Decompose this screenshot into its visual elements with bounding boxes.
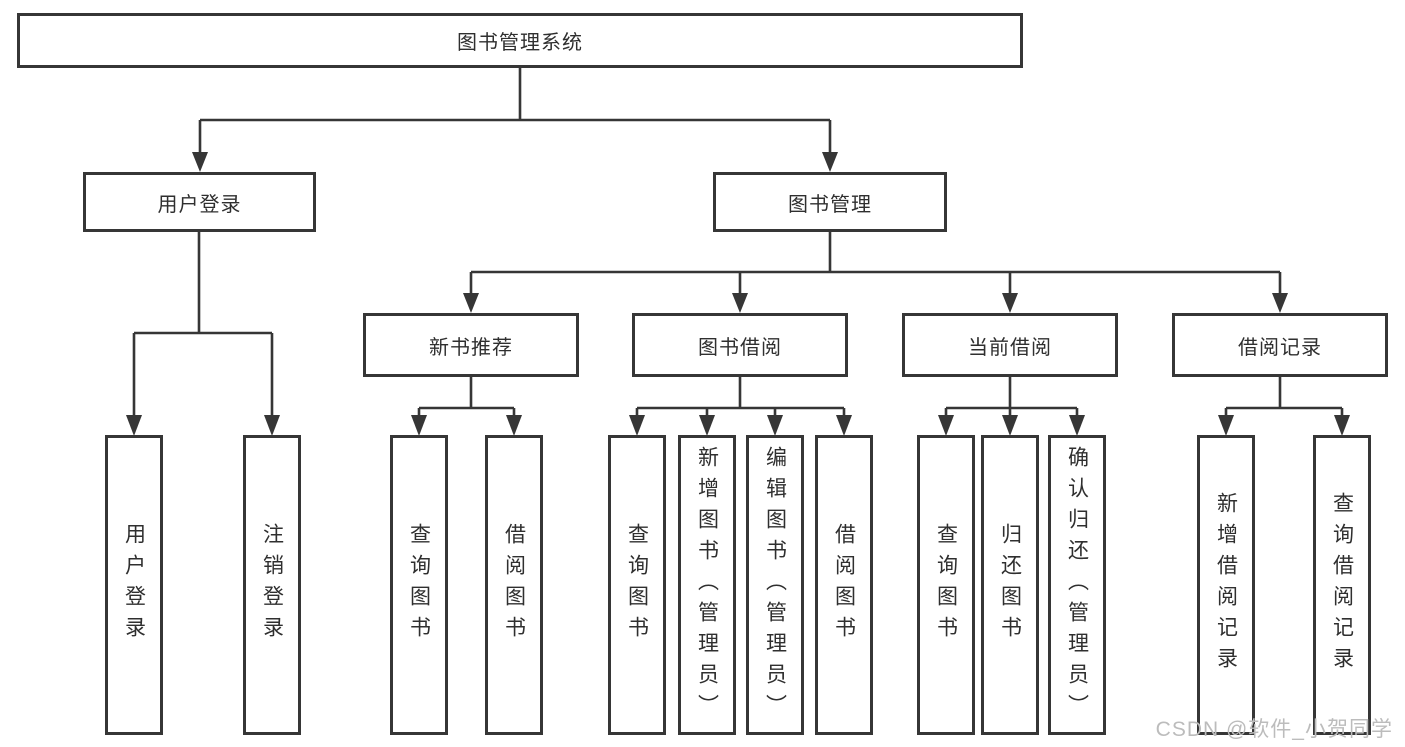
- arrowheads: [126, 152, 1350, 436]
- node-user-login: 用户登录: [83, 172, 316, 232]
- node-label: 查询图书: [934, 523, 958, 647]
- node-library-system: 图书管理系统: [17, 13, 1023, 68]
- node-book-management: 图书管理: [713, 172, 947, 232]
- leaf-confirm-return-admin: 确认归还（管理员）: [1048, 435, 1106, 735]
- node-book-borrow: 图书借阅: [632, 313, 848, 377]
- leaf-query-borrow-record: 查询借阅记录: [1313, 435, 1371, 735]
- leaf-borrow-books-1: 借阅图书: [485, 435, 543, 735]
- leaf-query-books-3: 查询图书: [917, 435, 975, 735]
- node-label: 当前借阅: [968, 336, 1052, 359]
- node-label: 用户登录: [157, 193, 242, 216]
- node-label: 借阅图书: [832, 523, 856, 647]
- node-label: 新增借阅记录: [1214, 492, 1238, 678]
- node-label: 图书借阅: [698, 336, 782, 359]
- leaf-add-borrow-record: 新增借阅记录: [1197, 435, 1255, 735]
- leaf-add-books-admin: 新增图书（管理员）: [678, 435, 736, 735]
- leaf-user-login: 用户登录: [105, 435, 163, 735]
- node-label: 归还图书: [998, 523, 1022, 647]
- node-label: 图书管理系统: [457, 32, 583, 54]
- node-label: 查询图书: [625, 523, 649, 647]
- node-label: 新书推荐: [429, 336, 513, 359]
- node-borrow-records: 借阅记录: [1172, 313, 1388, 377]
- leaf-query-books-2: 查询图书: [608, 435, 666, 735]
- node-label: 查询借阅记录: [1330, 492, 1354, 678]
- leaf-return-books: 归还图书: [981, 435, 1039, 735]
- leaf-query-books-1: 查询图书: [390, 435, 448, 735]
- node-label: 编辑图书（管理员）: [763, 445, 787, 725]
- node-label: 确认归还（管理员）: [1065, 445, 1089, 725]
- node-current-borrow: 当前借阅: [902, 313, 1118, 377]
- node-label: 注销登录: [260, 523, 284, 647]
- leaf-logout: 注销登录: [243, 435, 301, 735]
- node-label: 图书管理: [788, 193, 872, 216]
- node-label: 借阅图书: [502, 523, 526, 647]
- node-new-book-recommend: 新书推荐: [363, 313, 579, 377]
- node-label: 借阅记录: [1238, 336, 1322, 359]
- node-label: 新增图书（管理员）: [695, 445, 719, 725]
- node-label: 查询图书: [407, 523, 431, 647]
- node-label: 用户登录: [122, 523, 146, 647]
- leaf-edit-books-admin: 编辑图书（管理员）: [746, 435, 804, 735]
- leaf-borrow-books-2: 借阅图书: [815, 435, 873, 735]
